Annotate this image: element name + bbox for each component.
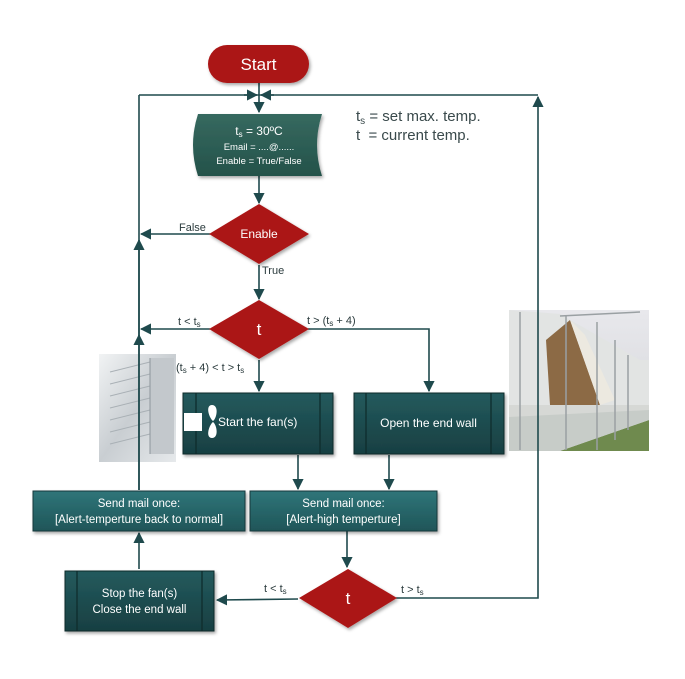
edge-gt-ts-2-label: t > ts xyxy=(401,584,424,597)
temp-decision-2-label: t xyxy=(346,589,351,608)
edge-lt-ts-label: t < ts xyxy=(178,316,201,329)
mail-high-line1: Send mail once: xyxy=(302,498,384,510)
start-label: Start xyxy=(241,55,277,74)
greenhouse-photo xyxy=(509,310,649,451)
mail-normal-line1: Send mail once: xyxy=(98,498,180,510)
stop-fan-node[interactable] xyxy=(64,570,215,632)
mail-normal-node[interactable] xyxy=(32,490,246,532)
legend-t: t = current temp. xyxy=(356,127,470,144)
temp-decision-2[interactable] xyxy=(299,569,397,628)
init-node[interactable] xyxy=(193,114,322,176)
fan-icon xyxy=(208,405,217,438)
init-enable-line: Enable = True/False xyxy=(216,156,301,167)
mail-high-node[interactable] xyxy=(249,490,438,532)
edge-false-label: False xyxy=(179,222,206,234)
start-node[interactable] xyxy=(208,45,309,83)
open-wall-node[interactable] xyxy=(353,392,505,455)
edge-lt-ts-2-label: t < ts xyxy=(264,583,287,596)
mail-normal-line2: [Alert-temperture back to normal] xyxy=(55,514,223,526)
stop-fan-line1: Stop the fan(s) xyxy=(102,588,178,600)
enable-decision-label: Enable xyxy=(240,227,278,241)
start-fan-node[interactable] xyxy=(182,392,334,455)
temp-decision[interactable] xyxy=(209,300,309,359)
connectors xyxy=(133,82,544,606)
edge-gt-ts4-label: t > (ts + 4) xyxy=(307,315,356,328)
fan-icon-square xyxy=(184,413,202,431)
mail-high-line2: [Alert-high temperture] xyxy=(286,514,400,526)
open-wall-label: Open the end wall xyxy=(380,416,477,430)
edge-mid-range-label: (ts + 4) < t > ts xyxy=(176,362,244,375)
enable-decision[interactable] xyxy=(209,204,309,264)
start-fan-label: Start the fan(s) xyxy=(218,415,297,429)
legend-ts: ts = set max. temp. xyxy=(356,108,481,127)
stop-fan-line2: Close the end wall xyxy=(93,604,187,616)
init-email-line: Email = ....@...... xyxy=(224,142,295,153)
edge-true-label: True xyxy=(262,265,284,277)
init-ts-line: ts = 30ºC xyxy=(235,124,283,139)
fan-photo xyxy=(99,354,176,462)
temp-decision-label: t xyxy=(257,320,262,339)
